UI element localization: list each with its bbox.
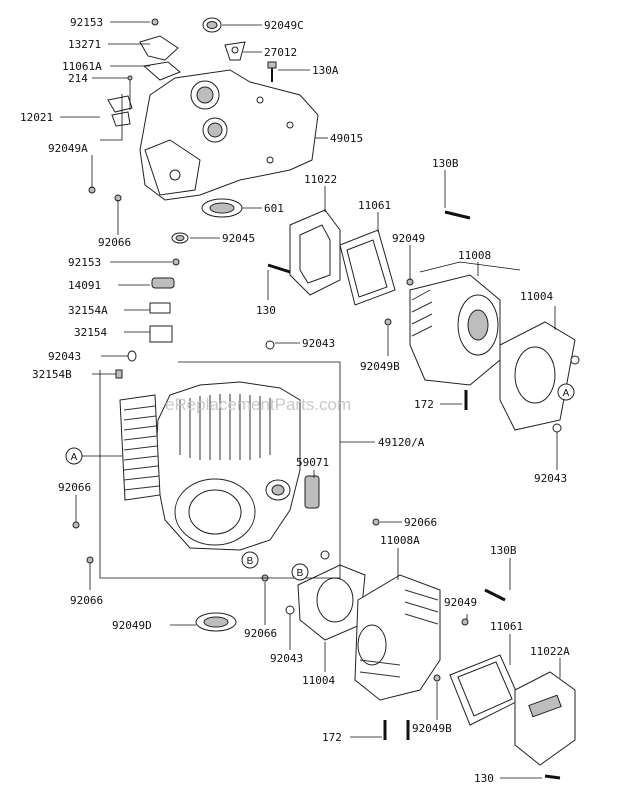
label-49015: 49015 <box>330 132 363 145</box>
label-92043-b: 92043 <box>302 337 335 350</box>
svg-text:A: A <box>71 452 78 463</box>
label-32154: 32154 <box>74 326 107 339</box>
bolt-130a <box>267 61 277 82</box>
svg-text:B: B <box>247 556 254 567</box>
label-14091: 14091 <box>68 279 101 292</box>
label-92049b-top: 92049B <box>360 360 400 373</box>
dowel-92043-bottom-left <box>285 605 295 615</box>
label-92049a: 92049A <box>48 142 88 155</box>
plug-92049b-bottom <box>433 674 441 682</box>
group-bracket-head <box>419 261 521 273</box>
head-gasket-11004-bottom <box>297 564 366 641</box>
bolt-92066-right <box>372 518 380 526</box>
label-12021: 12021 <box>20 111 53 124</box>
label-130b-bottom: 130B <box>490 544 517 557</box>
callout-b-lower: B <box>291 563 309 581</box>
group-bracket-12021 <box>100 94 123 141</box>
crankcase <box>154 381 301 551</box>
watermark: eReplacementParts.com <box>165 395 351 414</box>
bolt-130b-top <box>444 210 471 220</box>
plug-92049-bottom <box>461 618 469 626</box>
label-13271: 13271 <box>68 38 101 51</box>
svg-text:A: A <box>563 388 570 399</box>
seal-92049d <box>195 612 237 632</box>
seal-92045 <box>171 232 189 244</box>
label-32154a: 32154A <box>68 304 108 317</box>
label-32154b: 32154B <box>32 368 72 381</box>
label-11004-bottom: 11004 <box>302 674 335 687</box>
label-92066-e: 92066 <box>244 627 277 640</box>
label-11008a: 11008A <box>380 534 420 547</box>
label-11004-top: 11004 <box>520 290 553 303</box>
label-92153: 92153 <box>70 16 103 29</box>
bolt-130-top <box>267 263 291 274</box>
part-labels: 92153 92049C 13271 27012 11061A 130A 214… <box>20 16 570 785</box>
label-11022a: 11022A <box>530 645 570 658</box>
bolt-130b-bottom <box>484 588 506 602</box>
head-gasket-11004-top <box>499 321 576 431</box>
rocker-cover-11022 <box>289 209 341 296</box>
label-92043-a: 92043 <box>48 350 81 363</box>
cylinder-fins-left <box>119 394 161 501</box>
label-11022: 11022 <box>304 173 337 186</box>
label-59071: 59071 <box>296 456 329 469</box>
rocker-cover-11022a <box>514 671 576 766</box>
leader-lines <box>60 21 561 779</box>
label-92049-top: 92049 <box>392 232 425 245</box>
bracket-27012 <box>224 41 246 61</box>
label-92049c: 92049C <box>264 19 304 32</box>
label-130-bottom: 130 <box>474 772 494 785</box>
label-92049d: 92049D <box>112 619 152 632</box>
label-92066-d: 92066 <box>70 594 103 607</box>
label-27012: 27012 <box>264 46 297 59</box>
dowel-92043-top-right <box>570 355 580 365</box>
label-11061a: 11061A <box>62 60 102 73</box>
label-130-top: 130 <box>256 304 276 317</box>
group-bracket-crankcase <box>99 361 341 579</box>
label-11008: 11008 <box>458 249 491 262</box>
label-92153-b: 92153 <box>68 256 101 269</box>
crankcase-cover <box>139 69 319 201</box>
label-130b-top: 130B <box>432 157 459 170</box>
valve-12021 <box>107 75 133 127</box>
label-92043-right: 92043 <box>534 472 567 485</box>
bolt-92066-left <box>72 521 80 529</box>
cylinder-head-11008 <box>409 274 501 386</box>
breather-stack <box>115 258 180 379</box>
label-92049-bottom: 92049 <box>444 596 477 609</box>
label-92066-a: 92066 <box>98 236 131 249</box>
dowel-92043-bottom <box>320 550 330 560</box>
bearing-601 <box>201 198 243 218</box>
bolt-130-bottom <box>544 774 561 780</box>
breather-cover <box>139 18 181 81</box>
callout-b-center: B <box>241 551 259 569</box>
label-92066-b: 92066 <box>58 481 91 494</box>
cylinder-head-11008a <box>354 574 441 701</box>
label-130a: 130A <box>312 64 339 77</box>
label-11061-bottom: 11061 <box>490 620 523 633</box>
label-172-top: 172 <box>414 398 434 411</box>
label-601: 601 <box>264 202 284 215</box>
label-214: 214 <box>68 72 88 85</box>
label-92049b-bottom: 92049B <box>412 722 452 735</box>
dowel-92043-right <box>552 423 562 433</box>
gasket-11061-bottom <box>449 654 521 726</box>
label-172-bottom: 172 <box>322 731 342 744</box>
callout-a-right: A <box>557 383 575 401</box>
label-92045: 92045 <box>222 232 255 245</box>
bolt-92066-lower <box>86 556 94 564</box>
plug-92049b-top <box>384 318 392 326</box>
spring-59071 <box>304 475 320 509</box>
gasket-11061-top <box>339 229 396 306</box>
label-49120a: 49120/A <box>378 436 425 449</box>
dowel-92043-top <box>265 340 275 350</box>
label-11061-top: 11061 <box>358 199 391 212</box>
label-92043-bottom: 92043 <box>270 652 303 665</box>
label-92066-c: 92066 <box>404 516 437 529</box>
oil-seal-top <box>202 17 222 33</box>
callout-a-left: A <box>65 447 83 465</box>
svg-text:B: B <box>297 568 304 579</box>
